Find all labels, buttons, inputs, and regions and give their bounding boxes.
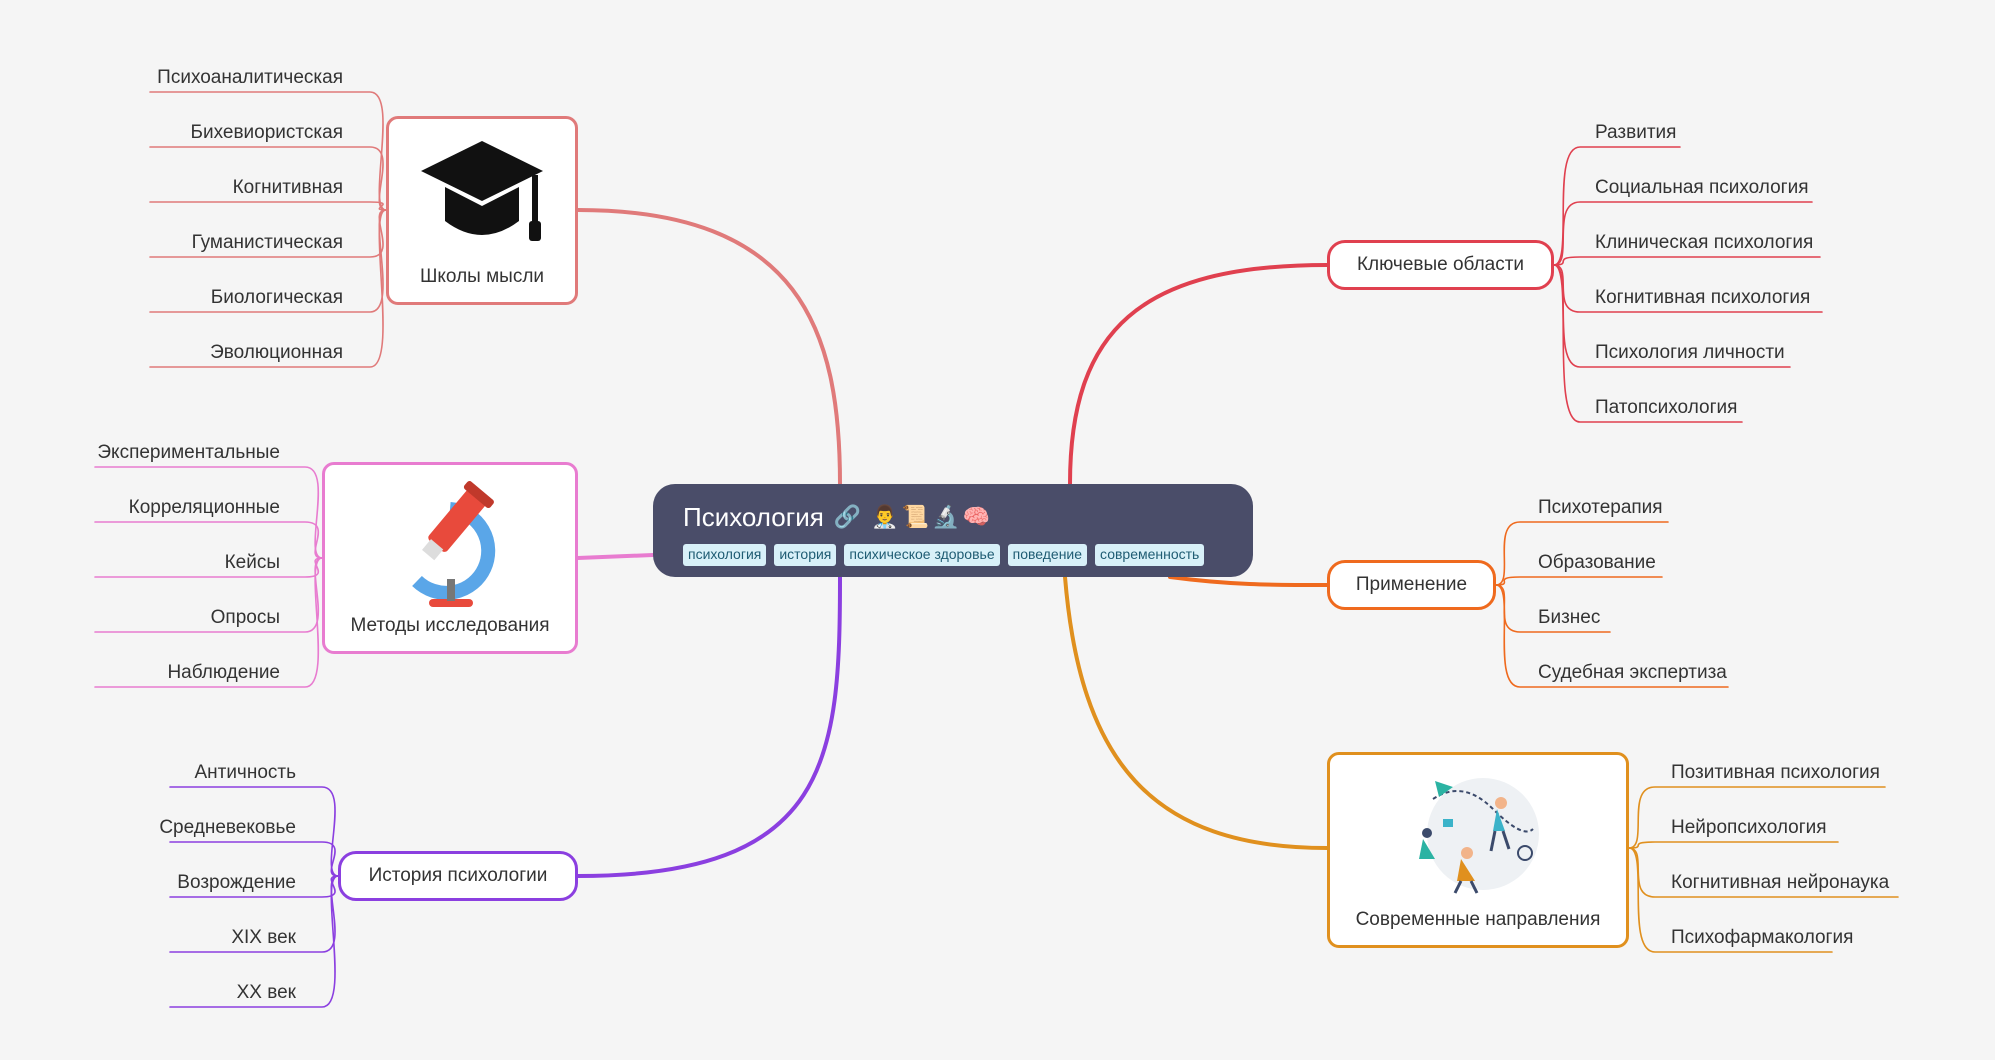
link-leaf [169, 841, 339, 877]
tag[interactable]: поведение [1007, 544, 1088, 566]
link-leaf [1495, 521, 1669, 586]
link-leaf [1553, 256, 1821, 266]
microscope-emoji-icon: 🔬 [932, 504, 960, 529]
central-topic[interactable]: Психология 🔗 👨‍⚕️ 📜 🔬 🧠 психология истор… [653, 484, 1253, 577]
tag[interactable]: история [774, 544, 837, 566]
topic-label: История психологии [368, 865, 548, 886]
link-areas [1068, 263, 1329, 486]
link-leaf [169, 875, 339, 898]
subtopic-areas[interactable]: Развития [1595, 122, 1677, 143]
subtopic-modern[interactable]: Психофармакология [1671, 927, 1854, 948]
topic-schools[interactable]: Школы мысли [386, 116, 578, 305]
link-leaf [1553, 264, 1743, 423]
subtopic-areas[interactable]: Клиническая психология [1595, 232, 1814, 253]
subtopic-methods[interactable]: Экспериментальные [97, 442, 280, 463]
subtopic-applications[interactable]: Психотерапия [1538, 497, 1663, 518]
subtopic-schools[interactable]: Психоаналитическая [157, 67, 343, 88]
people-illustration-icon [1330, 769, 1626, 894]
link-leaf [94, 466, 323, 559]
link-leaf [1628, 786, 1886, 849]
subtopic-methods[interactable]: Корреляционные [128, 497, 280, 518]
subtopic-schools[interactable]: Биологическая [210, 287, 343, 308]
subtopic-areas[interactable]: Патопсихология [1595, 397, 1738, 418]
topic-label: Ключевые области [1356, 254, 1525, 275]
link-icon[interactable]: 🔗 [833, 504, 862, 529]
link-leaf [1628, 841, 1839, 849]
subtopic-history[interactable]: Возрождение [177, 872, 296, 893]
topic-areas[interactable]: Ключевые области [1327, 240, 1554, 290]
link-leaf [1495, 576, 1663, 586]
subtopic-schools[interactable]: Эволюционная [210, 342, 343, 363]
brain-emoji-icon: 🧠 [962, 504, 990, 529]
tag[interactable]: психическое здоровье [844, 544, 1000, 566]
link-applications [1168, 575, 1329, 587]
link-leaf [149, 209, 387, 368]
subtopic-schools[interactable]: Бихевиористская [190, 122, 343, 143]
topic-applications[interactable]: Применение [1327, 560, 1496, 610]
subtopic-applications[interactable]: Бизнес [1538, 607, 1601, 628]
central-title: Психология [683, 502, 824, 532]
subtopic-modern[interactable]: Когнитивная нейронаука [1671, 872, 1890, 893]
topic-label: Применение [1355, 574, 1468, 595]
subtopic-history[interactable]: Античность [194, 762, 296, 783]
link-leaf [94, 521, 323, 559]
link-leaf [94, 557, 323, 688]
link-methods [576, 553, 655, 560]
subtopic-history[interactable]: XX век [236, 982, 296, 1003]
link-leaf [149, 91, 387, 211]
topic-label: Современные направления [1355, 909, 1601, 930]
tag[interactable]: психология [683, 544, 767, 566]
topic-methods[interactable]: Методы исследования [322, 462, 578, 654]
subtopic-history[interactable]: Средневековье [159, 817, 296, 838]
link-modern [1063, 575, 1329, 850]
subtopic-areas[interactable]: Социальная психология [1595, 177, 1809, 198]
link-history [576, 575, 842, 878]
link-leaf [94, 557, 323, 578]
graduation-cap-icon [389, 133, 575, 253]
central-emojis: 👨‍⚕️ 📜 🔬 🧠 [871, 498, 990, 536]
subtopic-methods[interactable]: Наблюдение [167, 662, 280, 683]
topic-modern[interactable]: Современные направления [1327, 752, 1629, 948]
link-schools [576, 208, 842, 486]
subtopic-areas[interactable]: Психология личности [1595, 342, 1785, 363]
subtopic-methods[interactable]: Опросы [210, 607, 280, 628]
topic-label: Школы мысли [419, 266, 545, 287]
subtopic-modern[interactable]: Позитивная психология [1671, 762, 1880, 783]
subtopic-schools[interactable]: Когнитивная [232, 177, 343, 198]
subtopic-areas[interactable]: Когнитивная психология [1595, 287, 1811, 308]
link-leaf [149, 201, 387, 211]
tag[interactable]: современность [1095, 544, 1205, 566]
subtopic-history[interactable]: XIX век [231, 927, 296, 948]
topic-history[interactable]: История психологии [338, 851, 578, 901]
doctor-emoji-icon: 👨‍⚕️ [871, 504, 899, 529]
link-leaf [1553, 146, 1681, 266]
central-title-row: Психология 🔗 👨‍⚕️ 📜 🔬 🧠 [683, 498, 1223, 536]
subtopic-modern[interactable]: Нейропсихология [1671, 817, 1827, 838]
link-leaf [1628, 847, 1833, 953]
link-leaf [169, 875, 339, 1008]
scroll-emoji-icon: 📜 [901, 504, 930, 529]
subtopic-methods[interactable]: Кейсы [224, 552, 280, 573]
link-leaf [1553, 201, 1813, 266]
topic-label: Методы исследования [350, 615, 550, 636]
central-tags: психология история психическое здоровье … [683, 544, 1223, 566]
subtopic-schools[interactable]: Гуманистическая [191, 232, 343, 253]
subtopic-applications[interactable]: Судебная экспертиза [1538, 662, 1727, 683]
link-leaf [94, 557, 323, 633]
microscope-icon [325, 479, 575, 609]
subtopic-applications[interactable]: Образование [1538, 552, 1656, 573]
link-leaf [169, 786, 339, 877]
link-leaf [1495, 584, 1729, 688]
